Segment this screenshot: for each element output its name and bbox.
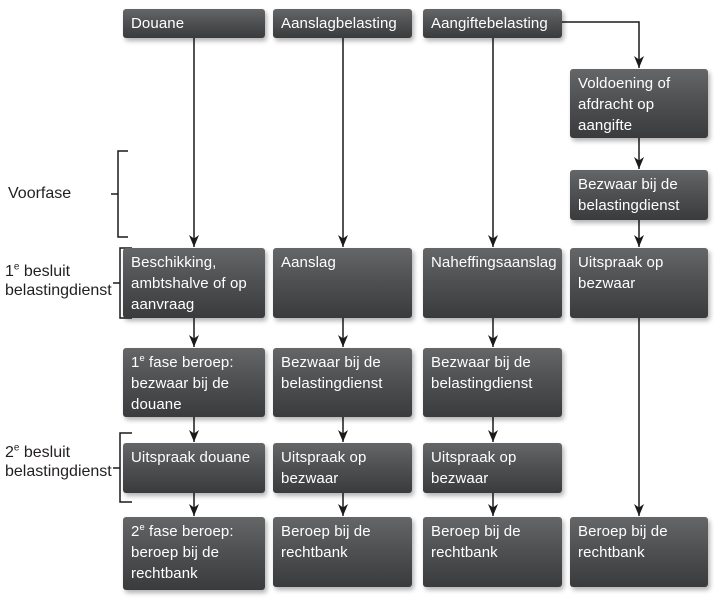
box-header-aanslagbelasting: Aanslagbelasting [273,9,412,38]
box-header-aangiftebelasting: Aangiftebelasting [423,9,562,38]
box-bezwaar-belastingdienst-aangifte: Bezwaar bij de belastingdienst [423,348,562,417]
box-aanslag: Aanslag [273,248,412,318]
box-uitspraak-op-bezwaar-aangifte2: Uitspraak op bezwaar [423,443,562,493]
box-uitspraak-op-bezwaar-aanslag: Uitspraak op bezwaar [273,443,412,493]
box-fase1-beroep-douane: 1e fase beroep: bezwaar bij de douane [123,348,265,417]
box-fase2-beroep-douane: 2e fase beroep: beroep bij de rechtbank [123,517,265,590]
box-fase2-rest: fase beroep: beroep bij de rechtbank [131,523,234,582]
box-fase2-num: 2 [131,523,140,540]
box-beschikking: Beschikking, ambtshalve of op aanvraag [123,248,265,318]
box-uitspraak-op-bezwaar-aangifte: Uitspraak op bezwaar [570,248,708,318]
box-beroep-rechtbank-voldoening: Beroep bij de rechtbank [570,517,708,587]
box-fase1-num: 1 [131,354,140,371]
box-bezwaar-belastingdienst-aanslag: Bezwaar bij de belastingdienst [273,348,412,417]
box-uitspraak-douane: Uitspraak douane [123,443,265,493]
bracket-voorfase [117,150,128,238]
box-header-douane: Douane [123,9,265,38]
label-first-decision-line2: belastingdienst [5,282,112,299]
box-beroep-rechtbank-aangifte: Beroep bij de rechtbank [423,517,562,587]
label-second-decision-line1: 2e besluit [5,443,112,462]
box-fase1-sup: e [139,353,145,363]
label-second-decision-sup: e [13,442,20,454]
box-naheffingsaanslag: Naheffingsaanslag [423,248,562,318]
label-second-decision-line2: belastingdienst [5,463,112,480]
label-second-decision-rest: besluit [19,444,71,461]
box-beroep-rechtbank-aanslag: Beroep bij de rechtbank [273,517,412,587]
box-bezwaar-belastingdienst-voorfase: Bezwaar bij de belastingdienst [570,170,708,220]
label-voorfase-text: Voorfase [8,185,72,202]
box-voldoening-afdracht: Voldoening of afdracht op aangifte [570,69,708,138]
arrow-aangifte-to-voldoening [562,21,644,68]
label-first-decision-rest: besluit [19,263,71,280]
label-voorfase: Voorfase [8,184,71,203]
label-first-decision: 1e besluit belastingdienst [5,262,112,300]
label-first-decision-num: 1 [5,263,14,280]
box-fase1-rest: fase beroep: bezwaar bij de douane [131,354,234,413]
box-fase2-sup: e [139,522,145,532]
label-first-decision-line1: 1e besluit [5,262,112,281]
label-second-decision-num: 2 [5,444,14,461]
label-first-decision-sup: e [13,261,20,273]
label-second-decision: 2e besluit belastingdienst [5,443,112,481]
